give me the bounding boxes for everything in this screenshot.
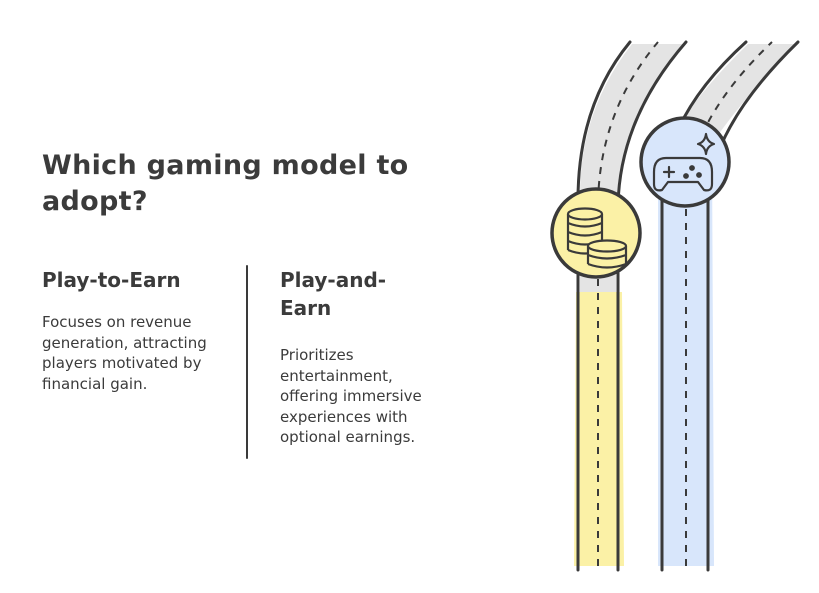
play-to-earn-heading: Play-to-Earn xyxy=(42,268,181,292)
right-road-centerline xyxy=(685,41,773,566)
right-road-blue-fill xyxy=(658,150,714,566)
play-to-earn-description: Focuses on revenue generation, attractin… xyxy=(42,313,207,393)
diagram-title: Which gaming model to adopt? xyxy=(42,150,409,217)
gamepad-badge-circle xyxy=(639,116,731,208)
play-and-earn-heading: Play-and-Earn xyxy=(280,268,387,320)
coins-badge xyxy=(550,187,642,279)
coins-icon xyxy=(566,207,628,269)
left-road xyxy=(574,40,688,572)
left-road-edge-outer xyxy=(576,40,632,572)
gamepad-badge xyxy=(639,116,731,208)
play-and-earn-description: Prioritizes entertainment, offering imme… xyxy=(280,346,422,446)
left-road-yellow-fill xyxy=(574,292,624,566)
gamepad-icon xyxy=(652,132,716,192)
column-divider xyxy=(246,265,248,459)
